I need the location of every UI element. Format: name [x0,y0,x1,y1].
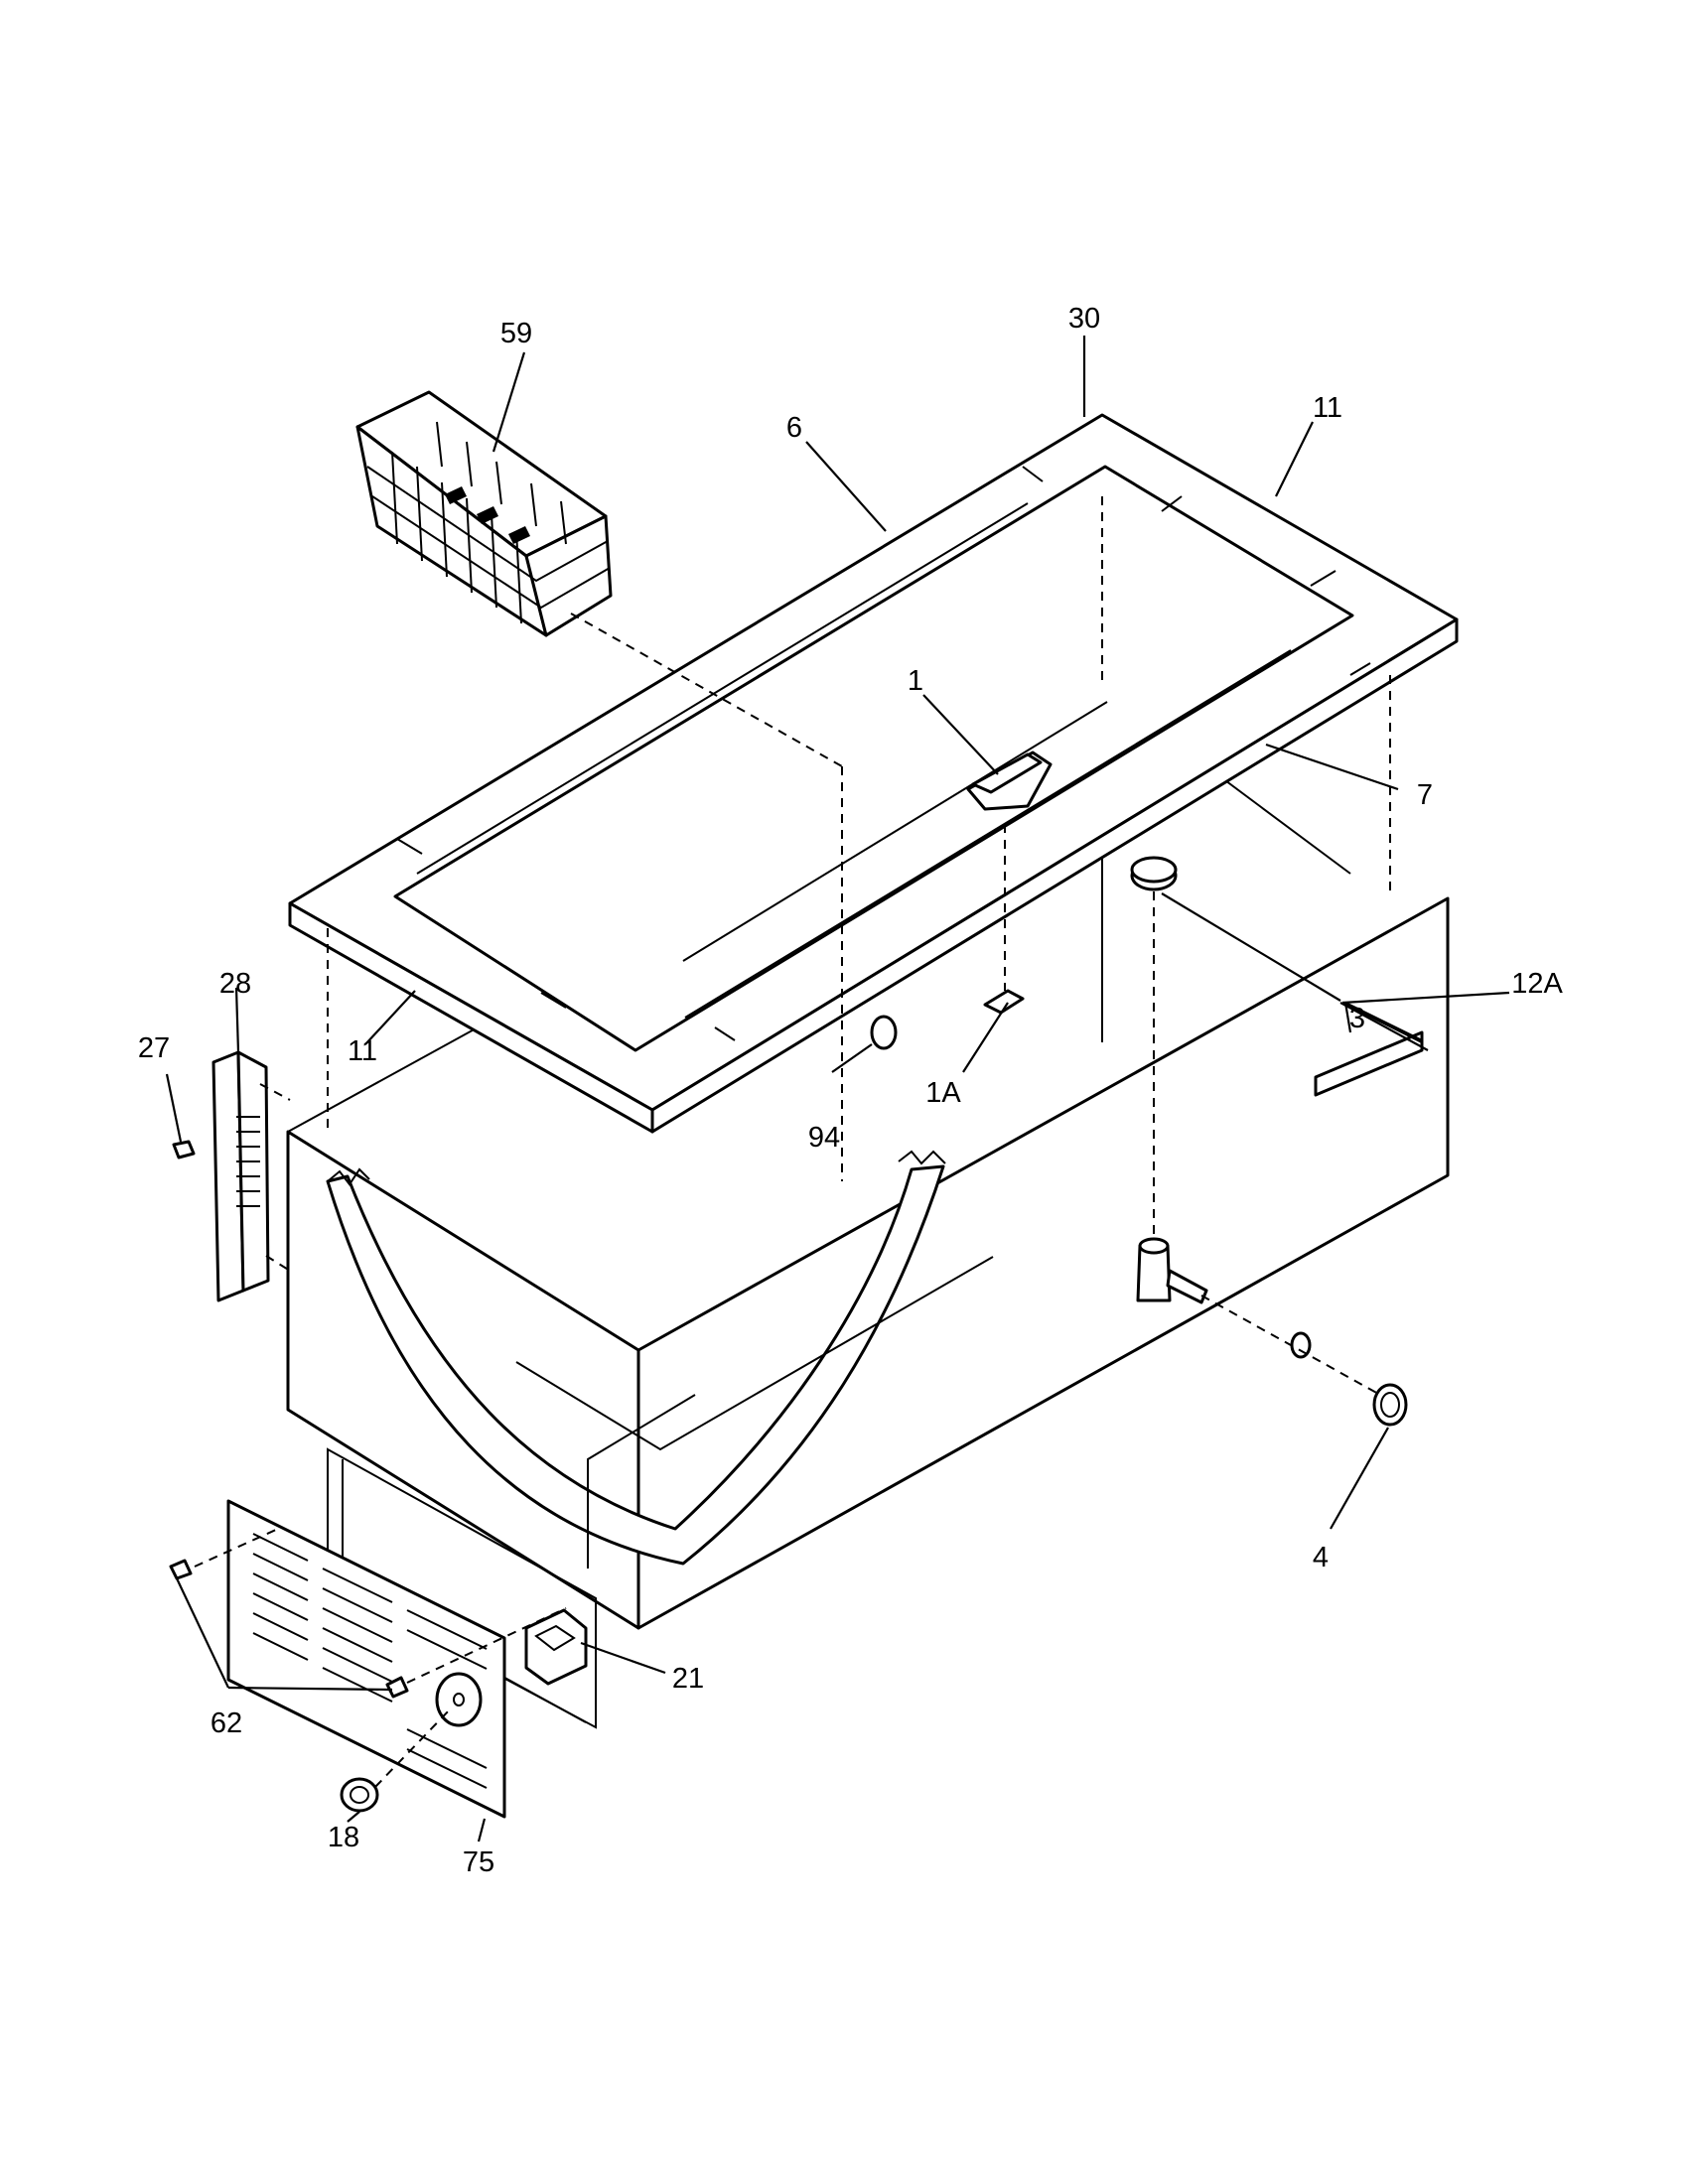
label-27: 27 [138,1032,170,1064]
grille-assembly [169,1447,597,1819]
label-59: 59 [500,318,532,349]
label-11-top: 11 [1313,392,1342,424]
assembly-lines [194,496,1391,1788]
label-6: 6 [786,412,802,444]
label-75: 75 [463,1846,494,1878]
label-21: 21 [672,1663,704,1695]
label-7: 7 [1417,779,1433,811]
label-1: 1 [908,665,923,697]
label-28: 28 [219,968,251,1000]
label-62: 62 [211,1707,242,1739]
label-18: 18 [328,1822,359,1853]
label-30: 30 [1068,303,1100,335]
label-94: 94 [808,1122,840,1154]
label-4: 4 [1313,1542,1329,1573]
hinge [172,1050,270,1302]
breaker-frame [288,413,1459,1134]
drain-parts [1130,856,1408,1427]
basket [355,390,613,637]
callout-labels: 59 30 6 11 1 7 28 27 11 3 12A 94 1A 4 62… [138,303,1564,1878]
label-12A: 12A [1511,968,1563,1000]
label-11-left: 11 [348,1035,377,1067]
label-3: 3 [1349,1003,1365,1034]
label-1A: 1A [925,1077,961,1109]
leader-lines [165,336,1510,1843]
